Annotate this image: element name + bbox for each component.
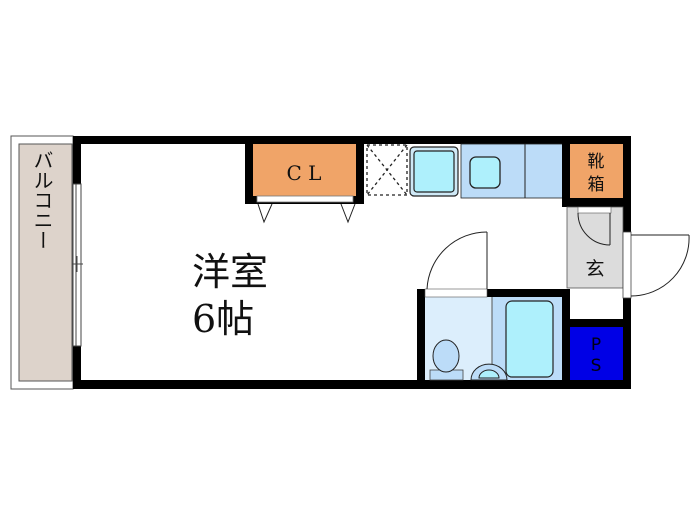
shoe-box-label-2: 箱: [588, 175, 605, 195]
room-size-label: 6帖: [192, 297, 254, 341]
balcony-window: [72, 183, 83, 347]
closet-label: C L: [287, 161, 322, 185]
bathroom: [417, 231, 570, 389]
ps-label-2: S: [591, 356, 602, 376]
entrance: 玄: [566, 206, 624, 289]
front-door[interactable]: [622, 231, 690, 299]
balcony-label: バルコニー: [30, 150, 54, 250]
shoe-box-label-1: 靴: [588, 152, 605, 172]
balcony: バルコニー: [10, 135, 74, 390]
western-room: 洋室 6帖: [192, 250, 268, 341]
shoe-box: 靴 箱: [562, 136, 631, 207]
ps-label-1: P: [591, 335, 601, 355]
pipe-space: P S: [563, 319, 631, 389]
room-name-label: 洋室: [192, 250, 268, 294]
closet: C L: [245, 136, 364, 224]
fridge-space: [366, 144, 408, 196]
kitchen: [409, 143, 567, 199]
entrance-label: 玄: [585, 258, 604, 280]
